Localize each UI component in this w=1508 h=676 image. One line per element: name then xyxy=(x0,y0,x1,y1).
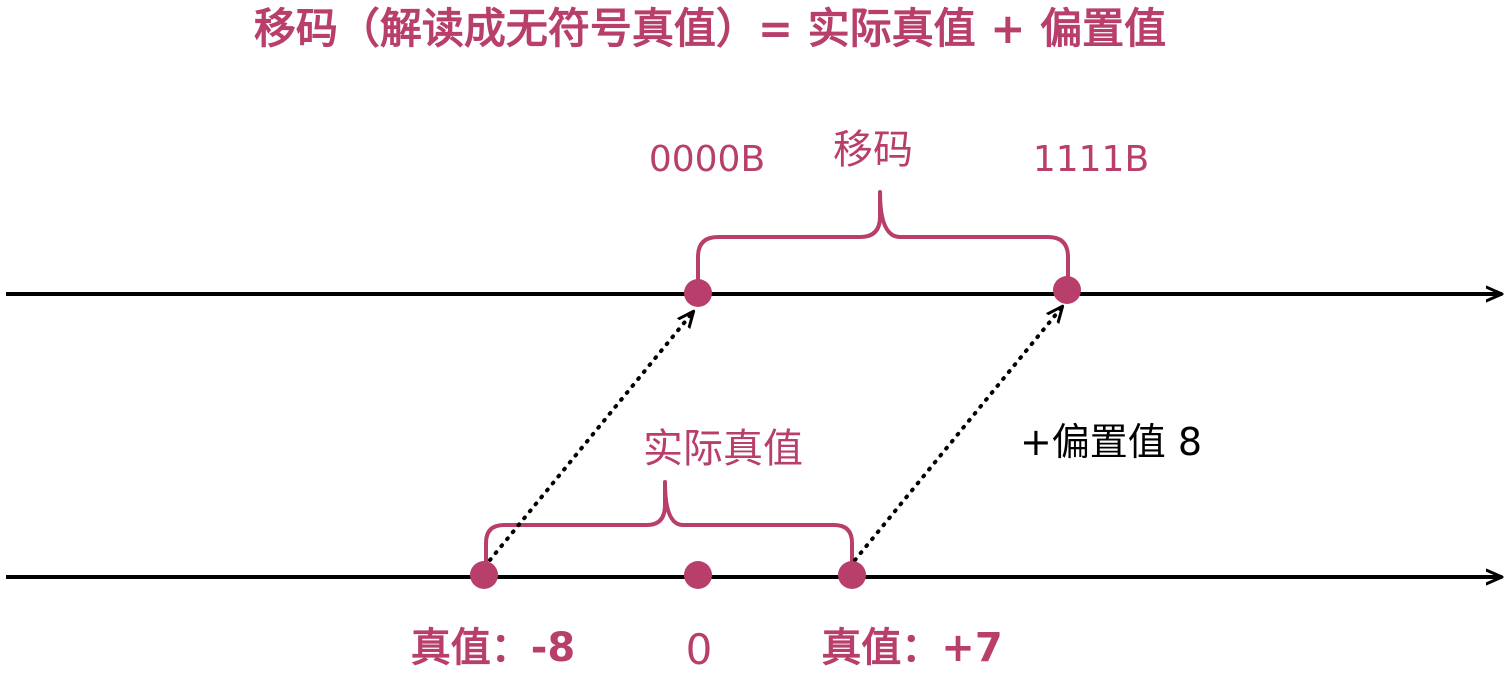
bottom-right-label: 真值：+7 xyxy=(821,625,1002,671)
dotted-arrow-right xyxy=(853,307,1062,562)
top-left-label: 0000B xyxy=(649,139,765,180)
bottom-middle-point xyxy=(684,561,712,589)
top-right-point xyxy=(1053,276,1081,304)
page-title: 移码（解读成无符号真值）= 实际真值 + 偏置值 xyxy=(254,4,1166,53)
bottom-brace-label: 实际真值 xyxy=(643,426,803,472)
bottom-brace xyxy=(484,480,854,570)
bottom-right-point xyxy=(838,561,866,589)
top-right-label: 1111B xyxy=(1033,139,1149,180)
bottom-left-point xyxy=(470,561,498,589)
bottom-left-label: 真值：-8 xyxy=(411,625,575,671)
top-brace xyxy=(696,190,1070,294)
bottom-middle-label: 0 xyxy=(686,625,713,671)
top-brace-label: 移码 xyxy=(833,127,913,173)
top-left-point xyxy=(684,279,712,307)
dotted-arrow-left xyxy=(488,312,693,562)
bias-label: +偏置值 8 xyxy=(1020,420,1202,464)
